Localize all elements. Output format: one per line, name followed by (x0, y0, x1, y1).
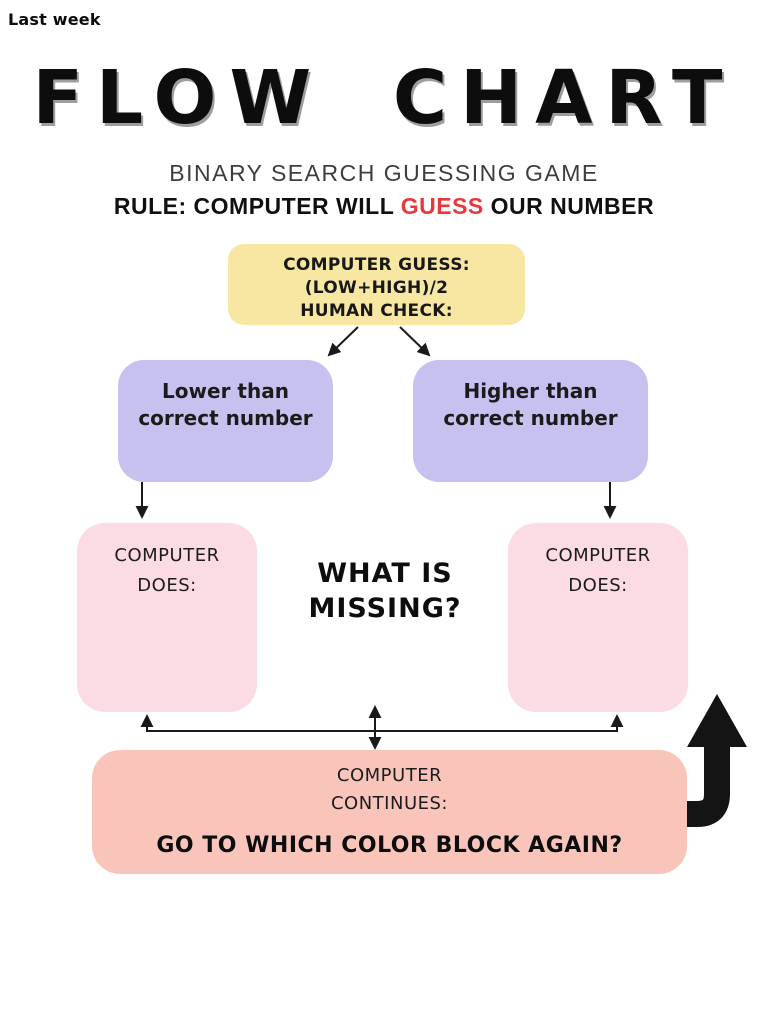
computer-guess-box: COMPUTER GUESS: (LOW+HIGH)/2 HUMAN CHECK… (228, 244, 525, 325)
guess-to-higher-arrow (399, 326, 431, 357)
missing-line2: MISSING? (308, 593, 462, 624)
continue-line1: COMPUTER (336, 765, 443, 786)
higher-box-line1: Higher than (463, 379, 598, 403)
computer-continues-box: COMPUTER CONTINUES: GO TO WHICH COLOR BL… (92, 750, 687, 874)
higher-box-line2: correct number (443, 406, 618, 430)
right-does-line2: DOES: (568, 575, 628, 596)
page-title: FLOW CHART (32, 55, 736, 141)
left-computer-does-box: COMPUTER DOES: (77, 523, 257, 712)
missing-line1: WHAT IS (317, 558, 453, 589)
guess-to-lower-arrow (327, 326, 359, 357)
rule-prefix: RULE: COMPUTER WILL (113, 193, 401, 219)
page-subtitle: BINARY SEARCH GUESSING GAME (169, 160, 599, 186)
continue-question: GO TO WHICH COLOR BLOCK AGAIN? (156, 833, 623, 858)
what-is-missing-note: WHAT IS MISSING? (275, 556, 495, 626)
right-does-line1: COMPUTER (545, 545, 651, 566)
lower-than-box: Lower than correct number (118, 360, 333, 482)
rule-line: RULE: COMPUTER WILL GUESS OUR NUMBER (0, 193, 768, 220)
corner-label: Last week (8, 10, 101, 29)
lower-box-line2: correct number (138, 406, 313, 430)
right-computer-does-box: COMPUTER DOES: (508, 523, 688, 712)
loop-connector (140, 714, 624, 732)
guess-box-line2: (LOW+HIGH)/2 (304, 278, 449, 298)
rule-highlight: GUESS (400, 193, 484, 219)
guess-box-line1: COMPUTER GUESS: (283, 255, 470, 275)
guess-box-line3: HUMAN CHECK: (300, 301, 453, 321)
rule-suffix: OUR NUMBER (483, 193, 655, 219)
continue-line2: CONTINUES: (330, 793, 448, 814)
left-does-line1: COMPUTER (114, 545, 220, 566)
lower-box-line1: Lower than (162, 379, 289, 403)
left-does-line2: DOES: (137, 575, 197, 596)
higher-than-box: Higher than correct number (413, 360, 648, 482)
